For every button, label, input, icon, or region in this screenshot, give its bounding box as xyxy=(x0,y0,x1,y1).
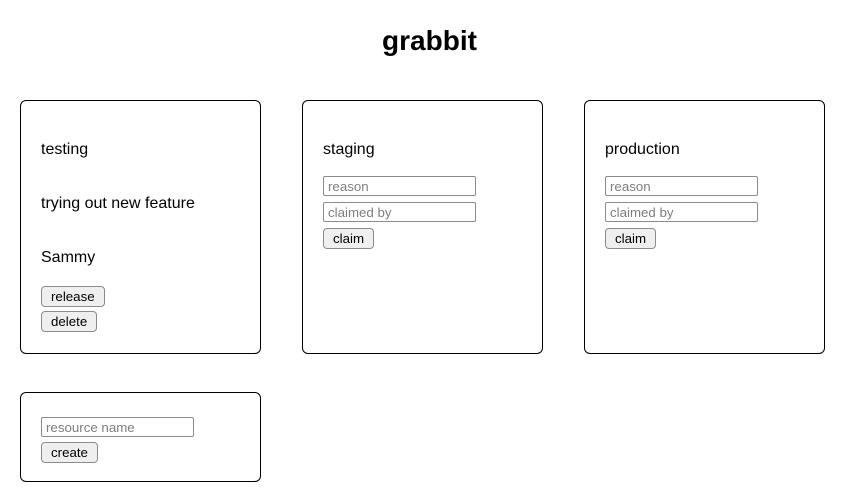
release-button[interactable]: release xyxy=(41,286,105,307)
reason-input[interactable] xyxy=(323,176,476,196)
resource-card-testing: testing trying out new feature Sammy rel… xyxy=(20,100,261,354)
delete-button[interactable]: delete xyxy=(41,311,98,332)
page-title: grabbit xyxy=(382,25,477,56)
claim-reason: trying out new feature xyxy=(41,195,195,212)
resource-name: production xyxy=(605,141,680,158)
claimed-by: Sammy xyxy=(41,249,96,266)
claim-button[interactable]: claim xyxy=(323,228,375,249)
resource-grid: testing trying out new feature Sammy rel… xyxy=(20,100,839,482)
reason-input[interactable] xyxy=(605,176,758,196)
create-button[interactable]: create xyxy=(41,442,98,463)
create-resource-card: create xyxy=(20,392,261,482)
resource-name-input[interactable] xyxy=(41,417,194,437)
claimed-by-input[interactable] xyxy=(605,202,758,222)
resource-name: testing xyxy=(41,141,89,158)
card-actions: release delete xyxy=(41,286,240,332)
resource-name: staging xyxy=(323,141,375,158)
resource-card-production: production claim xyxy=(584,100,825,354)
resource-card-staging: staging claim xyxy=(302,100,543,354)
claimed-by-input[interactable] xyxy=(323,202,476,222)
claim-button[interactable]: claim xyxy=(605,228,657,249)
